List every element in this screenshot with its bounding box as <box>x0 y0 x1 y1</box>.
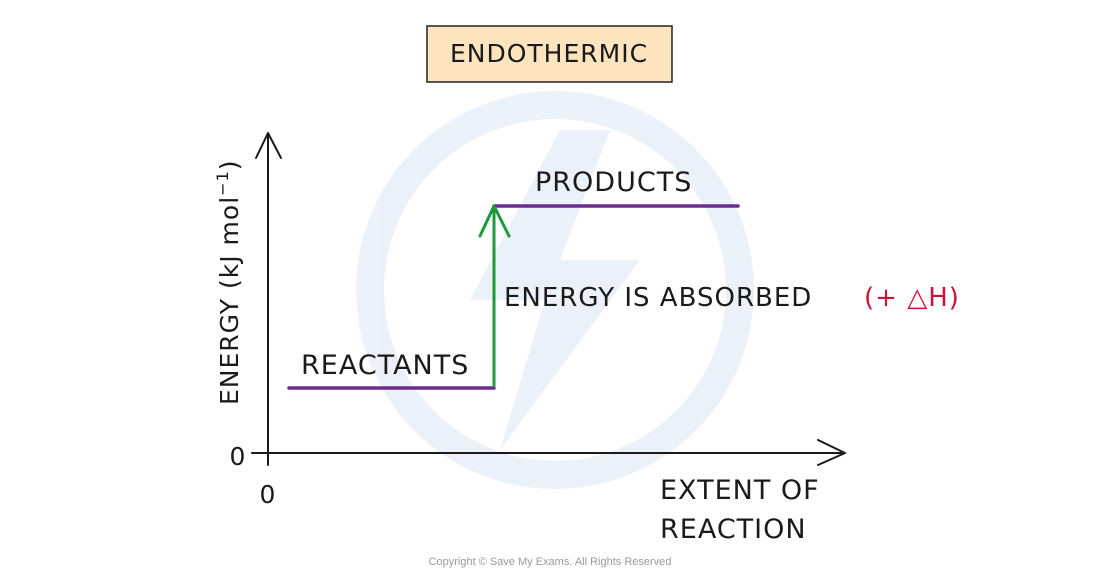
x-axis-arrowhead <box>817 439 846 466</box>
energy-absorbed-label: ENERGY IS ABSORBED <box>504 283 812 313</box>
y-axis-label-text: ENERGY (kJ mol <box>215 196 244 405</box>
title-box-frame <box>426 25 673 83</box>
reactants-label: REACTANTS <box>301 350 469 381</box>
title-box: ENDOTHERMIC <box>426 25 673 83</box>
watermark-logo <box>356 91 754 489</box>
y-axis-unit-exponent: −1 <box>213 170 232 196</box>
products-label: PRODUCTS <box>535 167 692 198</box>
enthalpy-change-label: (+ △H) <box>864 283 960 313</box>
svg-text:ENERGY (kJ mol−1): ENERGY (kJ mol−1) <box>213 159 244 405</box>
arrow-head <box>478 204 511 238</box>
y-axis-zero-label: 0 <box>230 442 247 471</box>
y-axis-label-close: ) <box>215 159 244 170</box>
axes <box>251 132 846 466</box>
x-axis-label-line2: REACTION <box>660 514 807 545</box>
energy-absorbed-arrow <box>478 204 511 388</box>
y-axis-arrowhead <box>255 132 282 159</box>
y-axis-label: ENERGY (kJ mol−1) <box>213 159 244 405</box>
copyright-notice: Copyright © Save My Exams. All Rights Re… <box>428 556 672 568</box>
x-axis-zero-label: 0 <box>260 480 277 509</box>
x-axis-label-line1: EXTENT OF <box>660 475 820 506</box>
diagram-title: ENDOTHERMIC <box>450 39 648 68</box>
watermark-ring <box>356 91 754 489</box>
watermark-bolt <box>470 130 640 450</box>
